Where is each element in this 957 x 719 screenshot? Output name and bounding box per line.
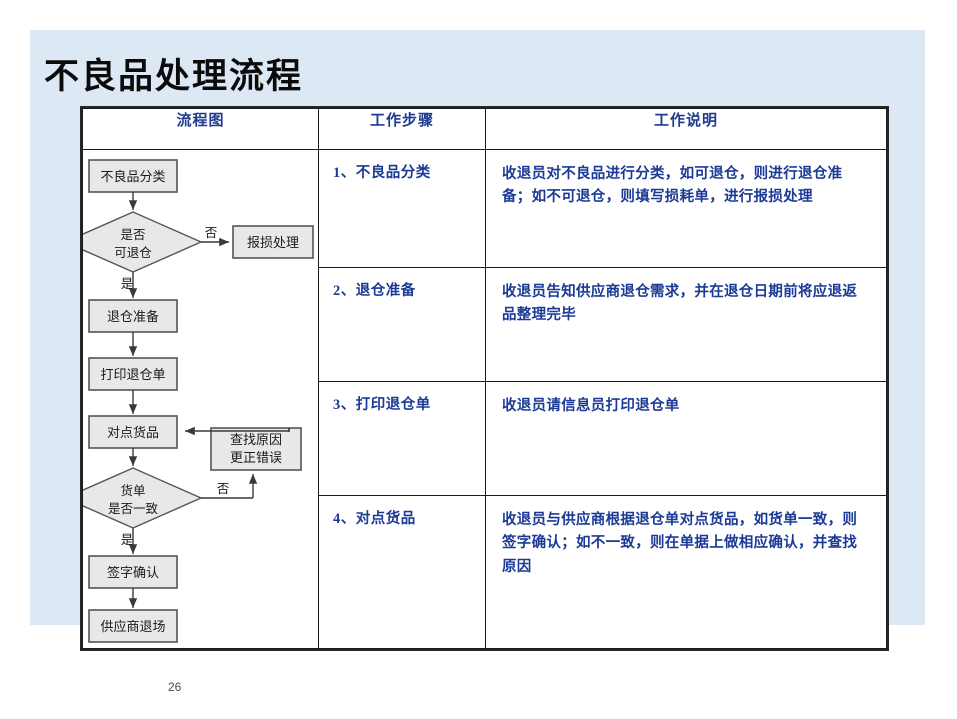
flow-decision-match-line2: 是否一致: [108, 502, 159, 516]
flow-node-classify: 不良品分类: [88, 159, 178, 193]
flow-node-prepare-label: 退仓准备: [107, 309, 159, 324]
flow-node-fix: 查找原因 更正错误: [210, 427, 302, 471]
flow-node-exit-label: 供应商退场: [100, 619, 165, 634]
flow-node-exit: 供应商退场: [88, 609, 178, 643]
table-row: 2、退仓准备 收退员告知供应商退仓需求，并在退仓日期前将应退返品整理完毕: [83, 267, 887, 382]
process-table: 流程图 工作步骤 工作说明: [80, 106, 889, 651]
column-header-desc: 工作说明: [485, 108, 887, 150]
desc-cell-4: 收退员与供应商根据退仓单对点货品，如货单一致，则签字确认；如不一致，则在单据上做…: [485, 495, 887, 649]
step-cell-1: 1、不良品分类: [318, 149, 486, 268]
flow-edge-fix-back-to-count: [185, 426, 290, 436]
table-row: 3、打印退仓单 收退员请信息员打印退仓单: [83, 381, 887, 496]
flow-node-scrap-label: 报损处理: [247, 235, 299, 250]
desc-cell-1: 收退员对不良品进行分类，如可退仓，则进行退仓准备；如不可退仓，则填写损耗单，进行…: [485, 149, 887, 268]
process-table-grid: 流程图 工作步骤 工作说明: [82, 108, 887, 649]
flow-node-prepare: 退仓准备: [88, 299, 178, 333]
table-body: 不良品分类 是否 可退仓 否: [82, 149, 887, 649]
flowchart-diagram: 不良品分类 是否 可退仓 否: [83, 159, 314, 643]
page-number: 26: [168, 680, 182, 694]
step-cell-3: 3、打印退仓单: [318, 381, 486, 496]
flow-node-classify-label: 不良品分类: [100, 169, 165, 184]
table-row: 不良品分类 是否 可退仓 否: [82, 149, 887, 649]
column-header-flow: 流程图: [82, 108, 319, 150]
page-title: 不良品处理流程: [44, 57, 304, 96]
step-cell-4: 4、对点货品: [318, 495, 486, 649]
desc-cell-3: 收退员请信息员打印退仓单: [485, 381, 887, 496]
flow-decision-match-line1: 货单: [120, 483, 145, 498]
flow-edge-label-no-2: 否: [217, 482, 230, 496]
table-header-row: 流程图 工作步骤 工作说明: [82, 108, 887, 150]
desc-cell-2: 收退员告知供应商退仓需求，并在退仓日期前将应退返品整理完毕: [485, 267, 887, 382]
flow-decision-returnable-line1: 是否: [120, 228, 145, 242]
flow-decision-match: 货单 是否一致: [83, 467, 203, 529]
slide-canvas: 不良品处理流程 流程图 工作步骤 工作说明: [30, 30, 925, 694]
flow-edge-label-no-1: 否: [205, 226, 218, 240]
flow-node-sign: 签字确认: [88, 555, 178, 589]
flow-node-sign-label: 签字确认: [107, 565, 159, 580]
flow-edge-label-yes-1: 是: [121, 277, 134, 291]
flow-node-count-label: 对点货品: [107, 425, 159, 440]
flow-node-fix-line2: 更正错误: [230, 450, 282, 465]
table-header: 流程图 工作步骤 工作说明: [82, 108, 887, 150]
flowchart-cell: 不良品分类 是否 可退仓 否: [82, 149, 319, 649]
flow-node-count: 对点货品: [88, 415, 178, 449]
flow-node-print-label: 打印退仓单: [100, 367, 165, 382]
step-cell-2: 2、退仓准备: [318, 267, 486, 382]
flow-node-fix-line1: 查找原因: [230, 432, 282, 447]
flow-node-scrap: 报损处理: [232, 225, 314, 259]
flow-edge-label-yes-2: 是: [121, 533, 134, 547]
table-row: 4、对点货品 收退员与供应商根据退仓单对点货品，如货单一致，则签字确认；如不一致…: [83, 495, 887, 649]
flow-decision-returnable: 是否 可退仓: [83, 211, 203, 273]
column-header-step: 工作步骤: [318, 108, 486, 150]
flow-decision-returnable-line2: 可退仓: [114, 246, 152, 260]
flow-node-print: 打印退仓单: [88, 357, 178, 391]
